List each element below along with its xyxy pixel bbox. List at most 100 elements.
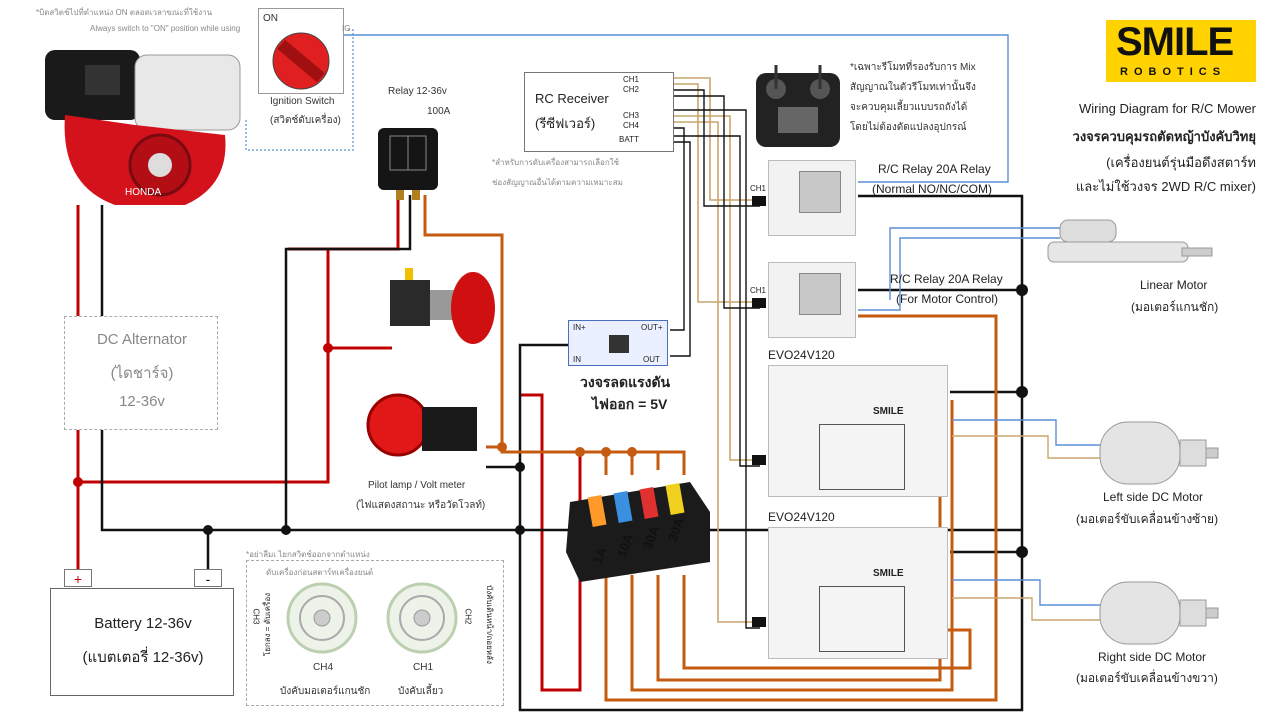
rc-pin-ch1: CH1 <box>623 75 640 84</box>
step-down-out-minus: OUT <box>643 355 660 364</box>
ignition-on-label: ON <box>263 13 278 24</box>
rc-relay-2-label: R/C Relay 20A Relay <box>890 272 1003 286</box>
alternator-label-th: (ไดชาร์จ) <box>110 365 174 382</box>
evo-1-brand: SMILE <box>873 406 904 417</box>
controls-ch4-desc: บังคับมอเตอร์แกนชัก <box>280 686 371 697</box>
rc-relay-2-connector <box>752 298 766 308</box>
linear-motor-image <box>1047 219 1213 263</box>
rc-relay-board-2 <box>768 262 856 338</box>
emergency-stop-image <box>390 268 495 344</box>
negative-wires <box>100 194 1024 712</box>
linear-motor-label-th: (มอเตอร์แกนชัก) <box>1131 300 1219 314</box>
left-motor-label: Left side DC Motor <box>1103 490 1204 504</box>
controls-left-desc: โยกลง = ดับเครื่อง <box>263 592 273 657</box>
controls-ch1: CH1 <box>413 662 434 673</box>
relay-2-coil <box>799 273 841 315</box>
smile-robotics-logo: SMILE ROBOTICS <box>1106 20 1256 82</box>
transmitter-note-3: จะควบคุมเลี้ยวแบบรถถังได้ <box>850 102 968 113</box>
engine-kill-note-2: ช่องสัญญาณอื่นได้ตามความเหมาะสม <box>492 178 623 187</box>
alternator-volts: 12-36v <box>119 393 165 410</box>
evo-1-label: EVO24V120 <box>768 348 835 362</box>
ignition-dotted-link <box>245 29 354 151</box>
evo-2-mosfets <box>819 586 905 652</box>
rc-relay-1-connector <box>752 196 766 206</box>
rc-transmitter-image <box>756 65 840 147</box>
evo-2-label: EVO24V120 <box>768 510 835 524</box>
rc-pin-ch3: CH3 <box>623 111 640 120</box>
signal-wires <box>673 77 760 623</box>
step-down-out-plus: OUT+ <box>641 323 663 332</box>
rc-receiver-name-th: (รีซีฟเวอร์) <box>535 116 596 131</box>
title-th: วงจรควบคุมรถตัดหญ้าบังคับวิทยุ <box>1072 129 1256 144</box>
pilot-lamp-label-th: (ไฟแสดงสถานะ หรือวัดโวลท์) <box>356 500 486 511</box>
controls-ch4: CH4 <box>313 662 334 673</box>
controls-diagram-box <box>246 560 504 706</box>
right-motor-label: Right side DC Motor <box>1098 650 1207 664</box>
rc-pin-ch4: CH4 <box>623 121 640 130</box>
logo-line-1: SMILE <box>1116 20 1234 64</box>
relay-label: Relay 12-36v <box>388 86 447 97</box>
battery-box: Battery 12-36v (แบตเตอรี่ 12-36v) <box>50 588 234 696</box>
alternator-label: DC Alternator <box>96 331 188 348</box>
relay-1-coil <box>799 171 841 213</box>
relay-image <box>378 128 438 200</box>
rc-relay-board-1 <box>768 160 856 236</box>
controls-right-ch2: CH2 <box>463 608 473 625</box>
controls-ch1-desc: บังคับเลี้ยว <box>398 686 444 697</box>
alternator-box: DC Alternator (ไดชาร์จ) 12-36v <box>64 316 218 430</box>
controls-left-ch3: CH3 <box>251 608 261 625</box>
subtitle-1: (เครื่องยนต์รุ่นมือดึงสตาร์ท <box>1106 155 1256 170</box>
step-down-inductor <box>609 335 629 353</box>
subtitle-2: และไม่ใช้วงจร 2WD R/C mixer) <box>1075 179 1256 194</box>
rc-relay-1-label: R/C Relay 20A Relay <box>878 162 991 176</box>
step-down-converter: IN+ IN OUT+ OUT <box>568 320 668 366</box>
left-stick-icon <box>286 582 358 654</box>
step-down-label-th: วงจรลดแรงดัน <box>580 374 671 390</box>
rc-pin-batt: BATT <box>619 135 639 144</box>
transmitter-note-2: สัญญาณในตัวรีโมทเท่านั้นจึง <box>850 82 976 93</box>
transmitter-note-4: โดยไม่ต้องดัดแปลงอุปกรณ์ <box>850 122 967 133</box>
ignition-switch[interactable]: ON <box>258 8 344 94</box>
battery-plus-terminal: + <box>64 569 92 587</box>
title-en: Wiring Diagram for R/C Mower <box>1079 101 1256 116</box>
engine-image: HONDA <box>45 50 241 205</box>
evo-board-1: SMILE <box>768 365 948 497</box>
transmitter-note-1: *เฉพาะรีโมทที่รองรับการ Mix <box>850 62 976 73</box>
right-motor-label-th: (มอเตอร์ขับเคลื่อนข้างขวา) <box>1076 671 1218 685</box>
left-motor-label-th: (มอเตอร์ขับเคลื่อนข้างซ้าย) <box>1076 512 1219 526</box>
controls-note-1: *อย่าลืมเ ไยกสวิตช์ออกจากตำแหน่ง <box>246 550 370 559</box>
evo-board-2: SMILE <box>768 527 948 659</box>
motor-signal-wires-2 <box>952 435 1100 621</box>
engine-kill-note-1: *สำหรับการดับเครื่องสามารถเลือกใช้ <box>492 158 620 167</box>
engine-note-th: *บิดสวิตช์ไปที่ตำแหน่ง ON ตลอดเวลาขณะที่… <box>36 8 213 17</box>
rc-relay-1-sub: (Normal NO/NC/COM) <box>872 182 992 196</box>
rc-relay-1-ch: CH1 <box>750 184 767 193</box>
junction-dots <box>203 284 1028 558</box>
controls-note-2: ดับเครื่องก่อนสตาร์ทเครื่องยนต์ <box>266 568 374 577</box>
power-wires <box>423 195 998 702</box>
rc-relay-2-sub: (For Motor Control) <box>896 292 999 306</box>
receiver-power-wires <box>670 89 760 629</box>
left-motor-image <box>1099 421 1219 485</box>
linear-motor-label: Linear Motor <box>1140 278 1208 292</box>
right-motor-image <box>1099 581 1219 645</box>
logo-line-2: ROBOTICS <box>1120 66 1227 78</box>
controls-right-desc: บังคับเดินหน้า/ถอยหลัง <box>484 585 494 664</box>
step-down-in-minus: IN <box>573 355 581 364</box>
battery-label-th: (แบตเตอรี่ 12-36v) <box>82 649 204 666</box>
orange-junction-dots <box>497 442 637 457</box>
step-down-label-out: ไฟออก = 5V <box>592 396 668 412</box>
rc-relay-2-ch: CH1 <box>750 286 767 295</box>
fuse-box-image <box>566 482 710 582</box>
step-down-in-plus: IN+ <box>573 323 586 332</box>
ignition-label-en: Ignition Switch <box>270 96 335 107</box>
battery-label: Battery 12-36v <box>94 615 192 632</box>
evo-2-brand: SMILE <box>873 568 904 579</box>
red-junction-dots <box>73 343 333 487</box>
rc-receiver: RC Receiver (รีซีฟเวอร์) CH1 CH2 CH3 CH4… <box>524 72 674 152</box>
rotary-knob-icon <box>272 32 330 90</box>
rc-pin-ch2: CH2 <box>623 85 640 94</box>
evo-1-connector <box>752 455 766 465</box>
rc-receiver-name: RC Receiver <box>535 91 609 106</box>
